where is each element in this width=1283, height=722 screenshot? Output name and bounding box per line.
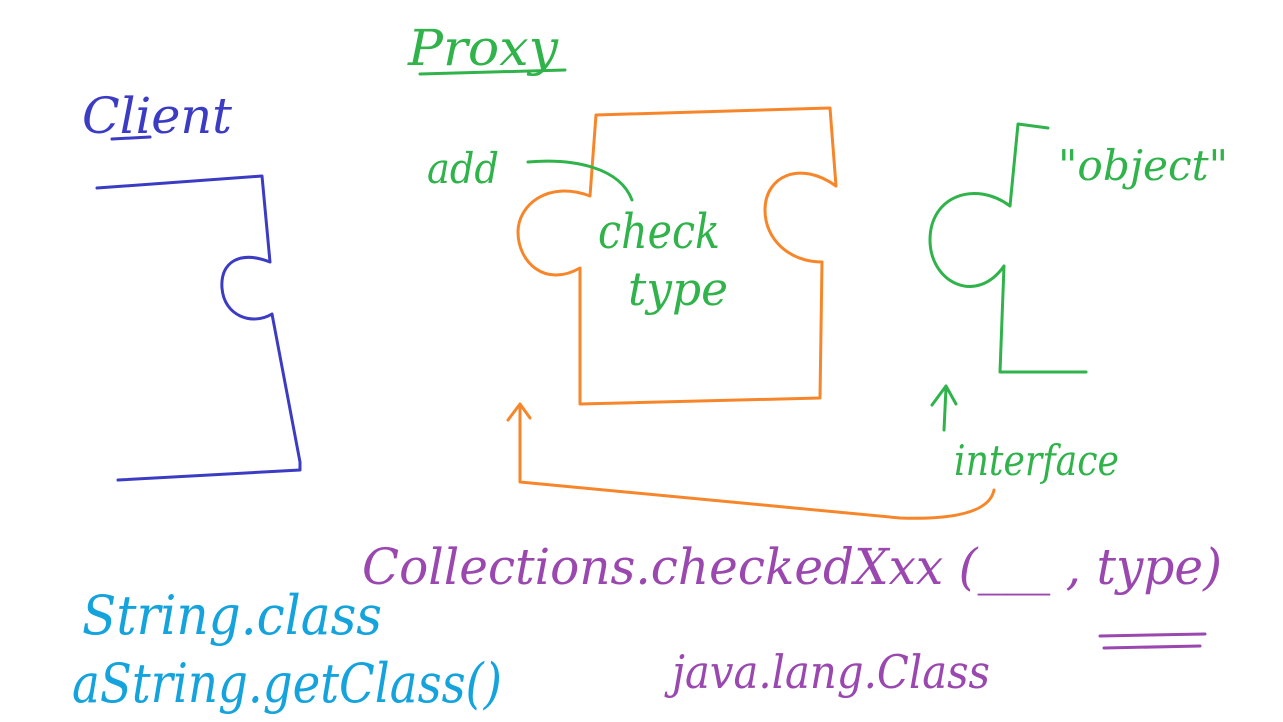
proxy-puzzle-piece xyxy=(516,106,838,406)
java-class-label: java.lang.Class xyxy=(664,645,990,699)
add-label: add xyxy=(427,144,499,193)
type-label: type xyxy=(628,262,728,316)
proxy-underline xyxy=(418,68,567,76)
check-label: check xyxy=(598,204,720,260)
string-class-label: String.class xyxy=(82,584,382,647)
astring-getclass-label: aString.getClass() xyxy=(72,652,502,715)
client-label-group: Client xyxy=(82,87,233,145)
type-underline xyxy=(1098,632,1207,650)
client-puzzle-piece xyxy=(95,174,302,482)
object-label: "object" xyxy=(1058,141,1228,190)
client-underline xyxy=(110,135,152,141)
orange-loop-arrow xyxy=(506,402,996,520)
client-label: Client xyxy=(82,87,233,145)
add-connector xyxy=(526,159,634,202)
object-puzzle-piece xyxy=(928,122,1088,374)
interface-label: interface xyxy=(954,436,1119,485)
proxy-label-group: Proxy xyxy=(407,19,567,77)
interface-arrow xyxy=(930,384,958,432)
collections-call: Collections.checkedXxx (___ , type) xyxy=(362,538,1222,596)
proxy-label: Proxy xyxy=(407,19,559,77)
